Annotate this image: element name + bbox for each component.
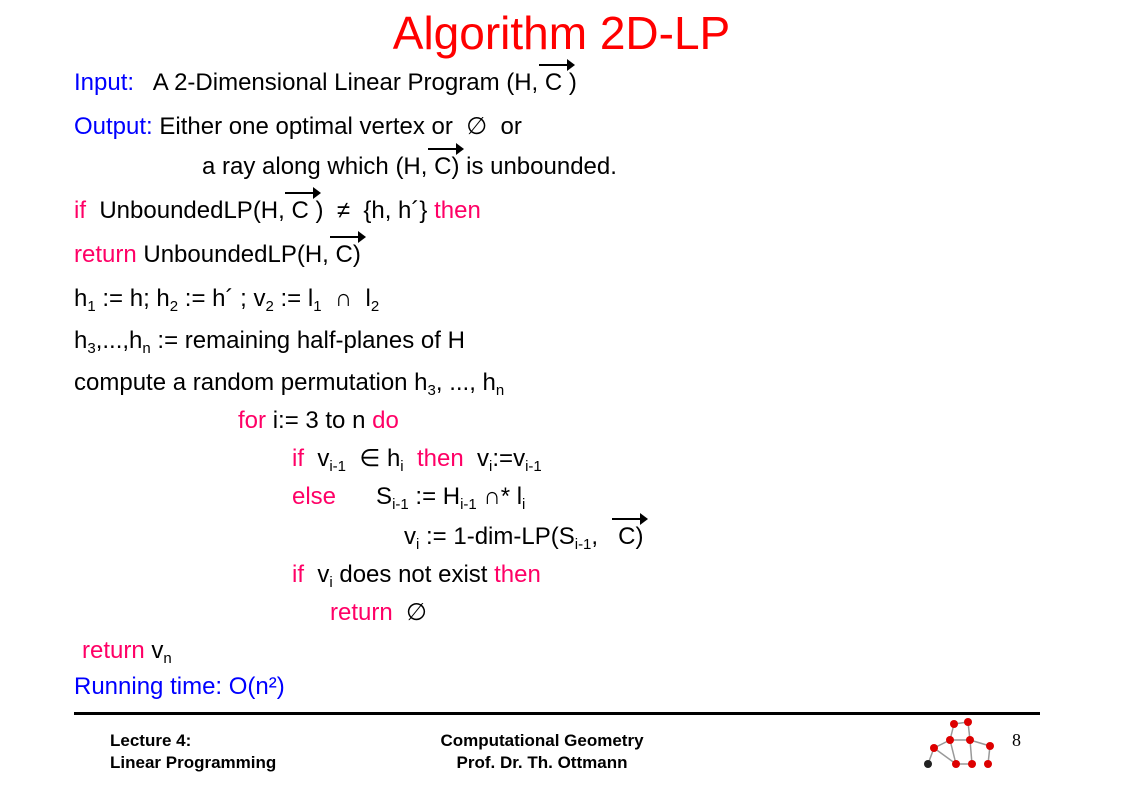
code-line-if-not-exist: if vi does not exist then [292,561,541,591]
code-line-return-unbounded: return UnboundedLP(H, C) [74,231,366,270]
code-line-if-unbounded: if UnboundedLP(H, C ) ≠ {h, h´} then [74,187,481,226]
footer-divider [74,712,1040,715]
code-line-return-empty: return ∅ [330,599,427,626]
input-label: Input: [74,69,135,96]
code-line-if-vertex: if vi-1 ∈ hi then vi:=vi-1 [292,445,542,475]
footer-lecture: Lecture 4: [110,731,192,750]
page-number: 8 [1012,730,1021,750]
footer-topic: Linear Programming [110,753,277,772]
code-line-remaining: h3,...,hn := remaining half-planes of H [74,327,465,357]
vector-arrow-icon [538,59,575,71]
code-line-permutation: compute a random permutation h3, ..., hn [74,369,505,399]
vector-c: C [538,59,575,98]
code-line-init: h1 := h; h2 := h´ ; v2 := l1 ∩ l2 [74,285,380,315]
code-line-else: else Si-1 := Hi-1 ∩* li [292,483,526,513]
vector-arrow-icon [329,231,366,243]
footer-center: Computational Geometry Prof. Dr. Th. Ott… [402,730,682,774]
output-label: Output: [74,113,153,140]
empty-set-symbol: ∅ [406,599,427,626]
vector-c: C [329,231,366,270]
footer-professor: Prof. Dr. Th. Ottmann [456,753,628,772]
vector-arrow-icon [612,513,649,525]
empty-set-symbol: ∅ [466,113,488,140]
output-line-2: a ray along which (H, C) is unbounded. [202,143,617,182]
vector-c: C [428,143,465,182]
vector-c: C [612,513,649,552]
input-text: A 2-Dimensional Linear Program (H, [152,69,539,96]
input-line: Input: A 2-Dimensional Linear Program (H… [74,59,577,98]
vector-arrow-icon [428,143,465,155]
code-line-1dim-lp: vi := 1-dim-LP(Si-1, C) [404,513,649,552]
footer-left: Lecture 4: Linear Programming [110,730,276,774]
code-line-return-vn: return vn [82,637,172,667]
slide-title: Algorithm 2D-LP [392,7,731,59]
code-line-for: for i:= 3 to n do [238,407,399,434]
vector-arrow-icon [285,187,322,199]
vector-c: C [285,187,322,226]
course-logo-icon [924,718,994,768]
footer-course: Computational Geometry [440,731,644,750]
running-time: Running time: O(n²) [74,673,285,700]
output-line: Output: Either one optimal vertex or ∅ o… [74,113,522,140]
